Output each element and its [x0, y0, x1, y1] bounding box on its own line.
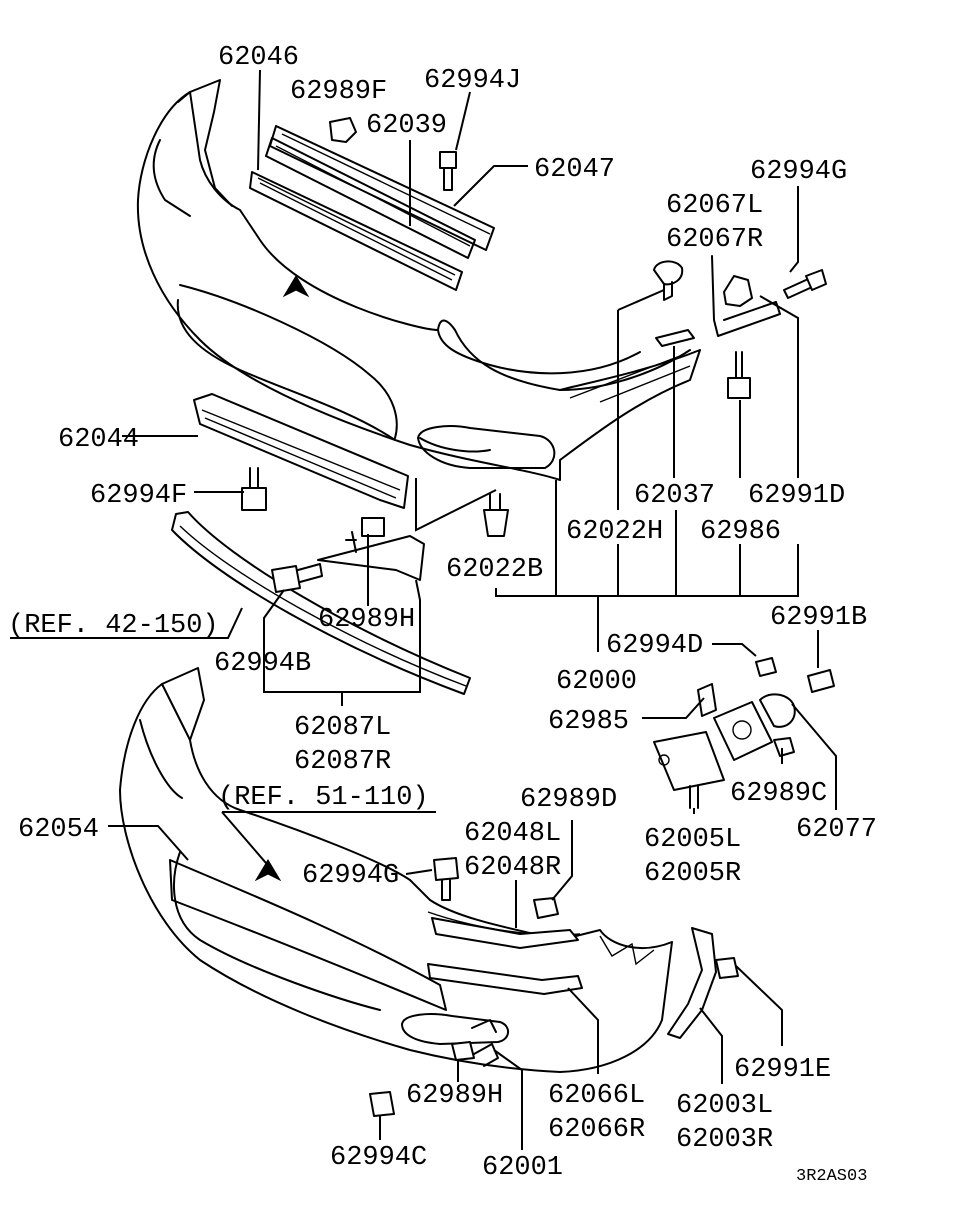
label-62989D: 62989D — [520, 785, 617, 815]
clip-62022B — [483, 493, 509, 537]
leader-lines — [10, 69, 837, 1150]
label-62066R: 62066R — [548, 1115, 645, 1145]
label-ref-51-110: (REF. 51-110) — [218, 783, 429, 813]
label-62986: 62986 — [700, 517, 781, 547]
part-labels: 62046 62989F 62994J 62039 62047 62994G 6… — [8, 43, 877, 1186]
diagram-code: 3R2AS03 — [796, 1167, 867, 1186]
label-62994G-bottom: 62994G — [302, 861, 399, 891]
nut-62989F — [329, 117, 357, 143]
label-62054: 62054 — [18, 815, 99, 845]
bolt-62994C — [369, 1091, 395, 1117]
label-62994B: 62994B — [214, 649, 311, 679]
bolt-62994F — [241, 467, 267, 511]
label-62047: 62047 — [534, 155, 615, 185]
label-62005L: 62005L — [644, 825, 741, 855]
label-62994F: 62994F — [90, 481, 187, 511]
side-mark-62048 — [431, 917, 579, 949]
bracket-62985 — [697, 683, 717, 717]
label-62067R: 62067R — [666, 225, 763, 255]
label-62046: 62046 — [218, 43, 299, 73]
label-62991D: 62991D — [748, 481, 845, 511]
nut-62991E — [715, 957, 739, 979]
label-62994C: 62994C — [330, 1143, 427, 1173]
label-62989H-bottom: 62989H — [406, 1081, 503, 1111]
nut-62989D — [533, 897, 559, 919]
label-62022B: 62022B — [446, 555, 543, 585]
label-62991E: 62991E — [734, 1055, 831, 1085]
fog-lamp-62077 — [713, 693, 796, 761]
bracket-62003 — [667, 927, 717, 1039]
label-62022H: 62022H — [566, 517, 663, 547]
label-62000: 62000 — [556, 667, 637, 697]
grommet-62991D — [723, 275, 753, 307]
nut-62989C — [773, 737, 795, 757]
pad-62037 — [655, 329, 695, 347]
label-62066L: 62066L — [548, 1081, 645, 1111]
reinforcement-62044 — [193, 393, 409, 509]
label-62001: 62001 — [482, 1153, 563, 1183]
clip-62022H — [653, 260, 684, 301]
label-62985: 62985 — [548, 707, 629, 737]
bolt-62991B — [807, 669, 835, 693]
bolt-62994D — [755, 657, 777, 677]
label-62003L: 62003L — [676, 1091, 773, 1121]
label-62003R: 62003R — [676, 1125, 773, 1155]
lamp-bracket-62005 — [653, 731, 725, 809]
label-62994D: 62994D — [606, 631, 703, 661]
label-62005R: 62005R — [644, 859, 741, 889]
label-ref-42-150: (REF. 42-150) — [8, 611, 219, 641]
bolt-62994B — [271, 563, 323, 593]
label-62087R: 62087R — [294, 747, 391, 777]
bolt-62994J — [439, 151, 457, 191]
front-bumper-upper — [136, 79, 701, 481]
label-62039: 62039 — [366, 111, 447, 141]
screw-62986 — [727, 351, 751, 399]
label-62991B: 62991B — [770, 603, 867, 633]
grille-molding-62046 — [249, 171, 463, 291]
label-62048L: 62048L — [464, 819, 561, 849]
nut-62989H-bottom — [451, 1041, 475, 1061]
upper-bracket-62047 — [269, 125, 495, 251]
label-62044: 62044 — [58, 425, 139, 455]
bolt-62994G-top — [783, 269, 827, 299]
bracket-62067 — [711, 255, 781, 337]
label-62087L: 62087L — [294, 713, 391, 743]
label-62994J: 62994J — [424, 66, 521, 96]
bolt-62994G-bottom — [433, 857, 459, 901]
label-62989H-top: 62989H — [318, 605, 415, 635]
side-bracket-62087 — [317, 517, 425, 581]
label-62994G-top: 62994G — [750, 157, 847, 187]
label-62077: 62077 — [796, 815, 877, 845]
label-62989C: 62989C — [730, 779, 827, 809]
label-62989F: 62989F — [290, 77, 387, 107]
molding-62066 — [427, 963, 583, 995]
label-62048R: 62048R — [464, 853, 561, 883]
label-62067L: 62067L — [666, 191, 763, 221]
label-62037: 62037 — [634, 481, 715, 511]
